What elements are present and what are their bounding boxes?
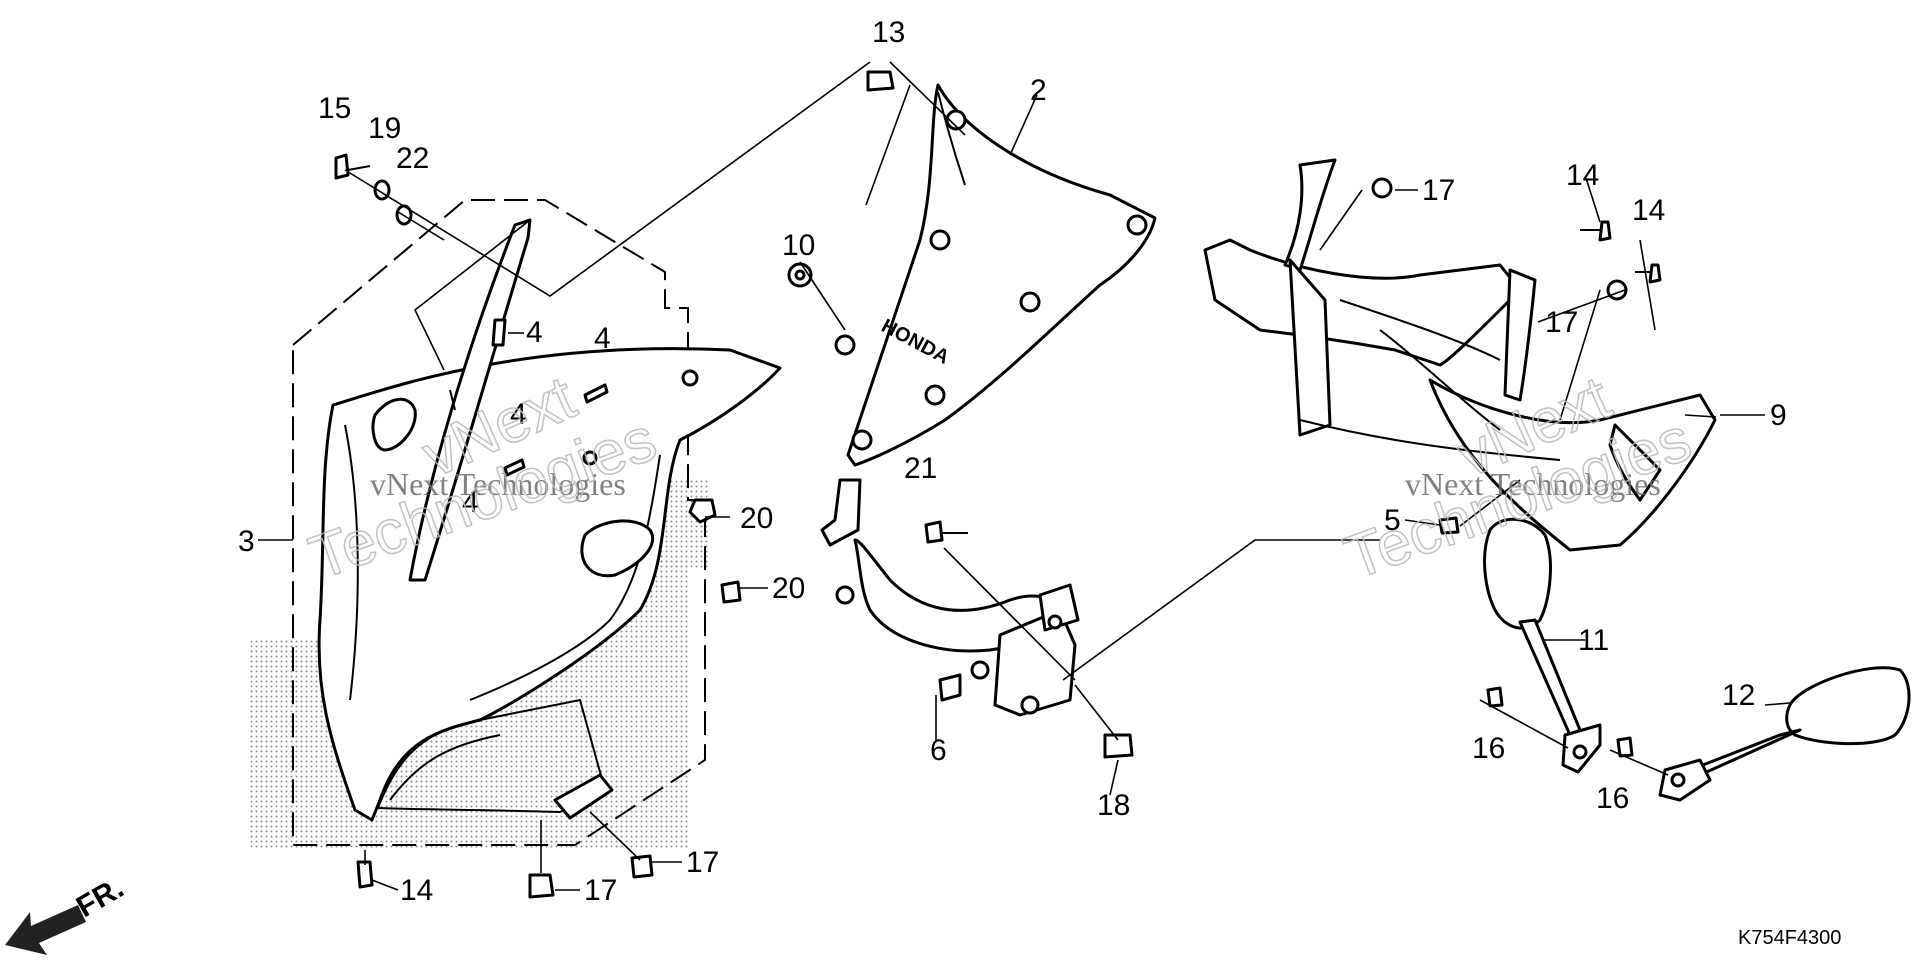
callout-9: 9 (1770, 399, 1787, 432)
callout-2: 2 (1030, 74, 1047, 107)
callout-11: 11 (1578, 624, 1609, 657)
stay-bracket-part-6 (820, 478, 1080, 717)
inner-panel-part-4 (408, 218, 609, 582)
callout-12: 12 (1722, 679, 1755, 712)
callout-13: 13 (872, 16, 905, 49)
callout-3: 3 (238, 525, 255, 558)
front-arrow-icon (5, 905, 86, 955)
callout-4b: 4 (594, 322, 611, 355)
callout-22: 22 (396, 142, 429, 175)
svg-text:vNext Technologies: vNext Technologies (1405, 466, 1661, 502)
mirror-part-12 (1658, 666, 1911, 802)
callout-6: 6 (930, 734, 947, 767)
callout-4d: 4 (462, 486, 479, 519)
mirror-part-11 (1483, 517, 1602, 774)
callout-20a: 20 (740, 502, 773, 535)
svg-text:vNext Technologies: vNext Technologies (370, 466, 626, 502)
callout-4a: 4 (526, 316, 543, 349)
windscreen-part-2: HONDA (834, 83, 1157, 467)
callout-18: 18 (1097, 789, 1130, 822)
callout-17a: 17 (1422, 174, 1455, 207)
diagram-code: K754F4300 (1738, 927, 1841, 949)
callout-10: 10 (782, 229, 815, 262)
inner-cowl-part-9 (1203, 158, 1717, 552)
callout-4c: 4 (510, 398, 527, 431)
callout-14a: 14 (1566, 159, 1599, 192)
callout-19: 19 (368, 112, 401, 145)
callout-5: 5 (1384, 504, 1401, 537)
callout-16a: 16 (1472, 732, 1505, 765)
callout-17b: 17 (1545, 306, 1578, 339)
callout-21: 21 (904, 452, 937, 485)
label-ticks (371, 177, 1765, 891)
callout-14b: 14 (1632, 194, 1665, 227)
callout-20b: 20 (772, 572, 805, 605)
callout-17c: 17 (686, 846, 719, 879)
callout-17d: 17 (584, 874, 617, 907)
callout-14c: 14 (400, 874, 433, 907)
callout-16b: 16 (1596, 782, 1629, 815)
callout-15: 15 (318, 92, 351, 125)
front-direction-indicator: FR. (5, 871, 129, 955)
callout-labels: 13 2 15 19 22 4 4 4 4 3 10 20 20 21 6 18… (238, 16, 1787, 907)
fasteners (334, 70, 1662, 899)
leader-lines (344, 61, 1791, 873)
